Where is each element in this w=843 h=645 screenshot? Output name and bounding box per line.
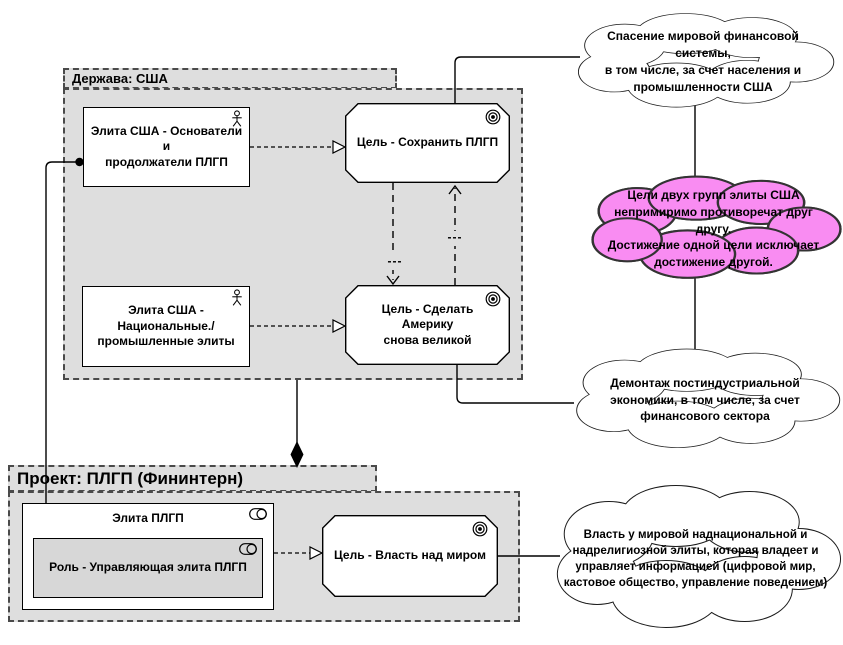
cloud-text: Цели двух групп элиты США непримиримо пр… [607,188,820,270]
cloud-text: Власть у мировой наднациональной и надре… [563,527,828,590]
goal-label: Цель - Сохранить ПЛГП [356,135,499,150]
node-goal-world-power[interactable]: Цель - Власть над миром [322,515,498,597]
node-goal-preserve[interactable]: Цель - Сохранить ПЛГП [345,103,510,183]
container-derzhava-title: Держава: США [72,71,168,86]
edge-assignment-line [45,161,84,526]
target-icon [485,291,501,307]
container-proekt-title: Проект: ПЛГП (Фининтерн) [17,468,244,488]
cloud-text: Спасение мировой финансовой системы, в т… [604,29,802,94]
edge-goal2-to-cloud [456,365,574,404]
cloud-text: Демонтаж постиндустриальной экономики, в… [610,375,800,424]
edge-assignment-ball [75,157,84,167]
role-icon [239,543,257,555]
edge-influence-up-arrowhead [448,184,462,195]
node-goal-maga[interactable]: Цель - Сделать Америку снова великой [345,285,510,365]
goal-label: Цель - Сделать Америку снова великой [381,301,474,347]
goal-shape [345,103,510,183]
goal-shape [322,515,498,597]
edge-goal1-to-cloud [454,56,580,103]
influence-label-up: --- [439,231,471,246]
node-elite-national[interactable]: Элита США - Национальные./ промышленные … [82,286,250,367]
goal-shape [345,285,510,365]
goal-label: Цель - Власть над миром [334,548,486,563]
edge-realization-1-arrowhead [332,140,347,154]
node-role-managing[interactable]: Роль - Управляющая элита ПЛГП [33,538,263,598]
cloud-dismantling[interactable]: Демонтаж постиндустриальной экономики, в… [568,341,842,459]
edge-realization-2-arrowhead [332,319,347,333]
cloud-saving-finance[interactable]: Спасение мировой финансовой системы, в т… [570,6,836,118]
edge-realization-3-arrowhead [309,546,324,560]
edge-influence-down-arrowhead [386,275,400,286]
node-label: Роль - Управляющая элита ПЛГП [49,560,247,575]
cloud-conflict[interactable]: Цели двух групп элиты США непримиримо пр… [584,168,843,290]
cloud-world-power[interactable]: Власть у мировой наднациональной и надре… [548,474,843,644]
actor-icon [232,110,242,127]
edge-composition-diamond [290,441,304,468]
node-label: Элита США - Основатели и продолжатели ПЛ… [90,123,243,169]
target-icon [485,109,501,125]
node-elite-founders[interactable]: Элита США - Основатели и продолжатели ПЛ… [83,107,250,187]
influence-label-down: --- [379,255,411,270]
actor-icon [232,289,242,306]
target-icon [472,521,488,537]
role-icon [249,508,267,520]
node-label: Элита США - Национальные./ промышленные … [97,303,235,349]
node-label: Элита ПЛГП [112,511,184,525]
